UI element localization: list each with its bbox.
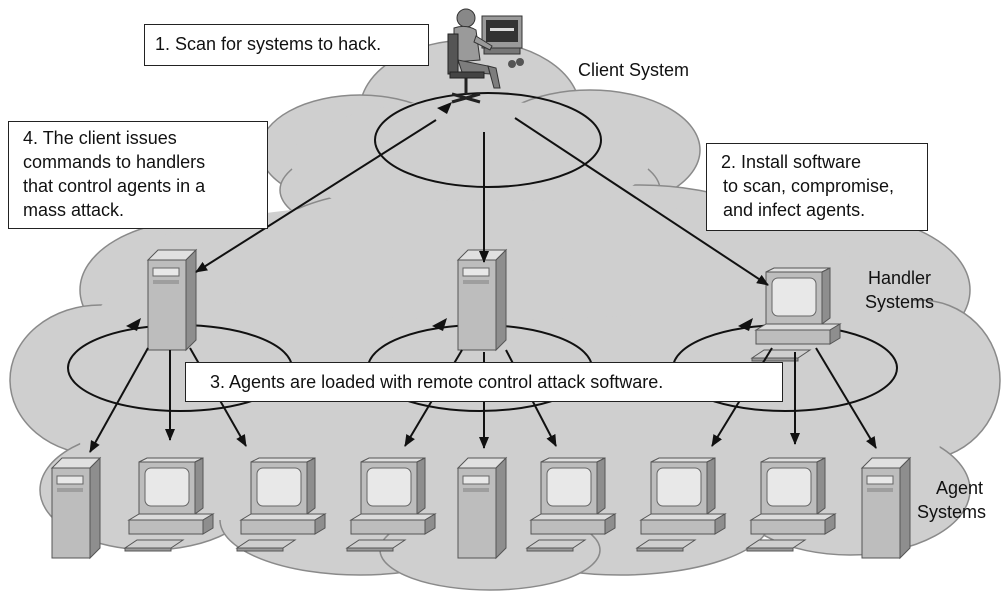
agent-systems-label: Agent Systems [917, 478, 987, 522]
step-2-line-2: to scan, compromise, [723, 176, 895, 196]
step-2-line-3: and infect agents. [723, 200, 866, 220]
step-3-box: 3. Agents are loaded with remote control… [185, 362, 783, 402]
client-system-label: Client System [578, 60, 690, 80]
step-1-text: 1. Scan for systems to hack. [155, 34, 382, 54]
step-1-box: 1. Scan for systems to hack. [144, 24, 429, 66]
loop-arrow-left [126, 318, 141, 331]
step-4-box: 4. The client issues commands to handler… [8, 121, 268, 229]
step-2-box: 2. Install software to scan, compromise,… [706, 143, 928, 231]
loop-arrow-right [738, 318, 753, 331]
step-3-text: 3. Agents are loaded with remote control… [210, 372, 664, 392]
arrow-right-to-agent-9 [815, 347, 877, 449]
step-4-line-2: commands to handlers [23, 152, 206, 172]
step-4-line-1: 4. The client issues [23, 128, 177, 148]
arrow-client-to-handler-left [195, 119, 437, 273]
step-4-line-3: that control agents in a [23, 176, 206, 196]
loop-arrow-center [432, 318, 447, 331]
client-hacker-icon [447, 8, 524, 104]
handler-systems-label: Handler Systems [865, 268, 935, 312]
arrow-left-to-agent-1 [89, 347, 149, 453]
loop-arrow-client [437, 102, 452, 114]
step-4-line-4: mass attack. [23, 200, 125, 220]
arrow-client-to-handler-right [514, 117, 769, 286]
client-loop [374, 92, 602, 188]
step-2-line-1: 2. Install software [721, 152, 862, 172]
